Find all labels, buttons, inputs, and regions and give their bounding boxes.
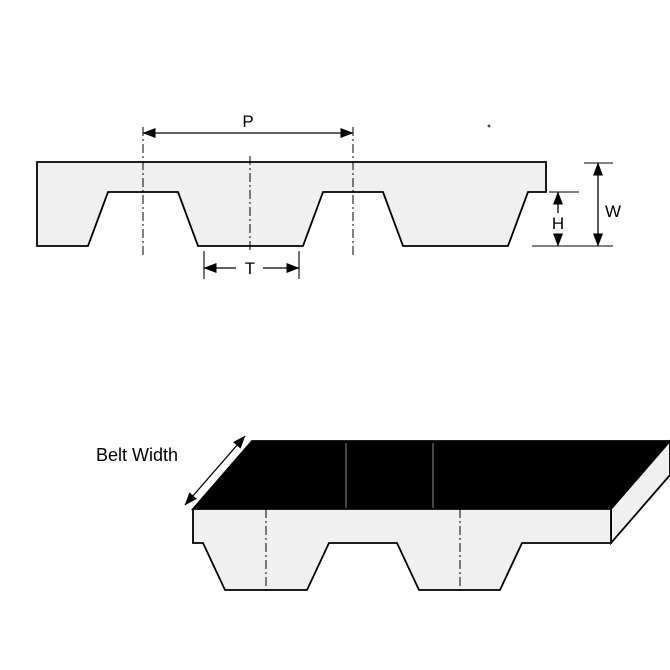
belt-front-face: [192, 508, 612, 591]
belt-width-arrow: [184, 435, 246, 506]
dimension-belt-thickness: W: [584, 162, 621, 247]
cross-section-view: P T H W: [36, 112, 621, 279]
belt-thickness-label: W: [605, 202, 621, 221]
perspective-view: Belt Width: [96, 435, 670, 594]
pitch-label: P: [242, 112, 253, 131]
tooth-height-label: H: [552, 214, 564, 233]
dimension-tooth-width: T: [203, 251, 300, 279]
belt-profile-shape: [36, 161, 547, 247]
artifact-dot: [487, 124, 491, 128]
belt-width-label: Belt Width: [96, 445, 178, 465]
dimension-belt-width: Belt Width: [96, 435, 246, 506]
dimension-pitch: P: [142, 112, 354, 138]
tooth-width-label: T: [245, 259, 255, 278]
belt-top-surface: [191, 440, 670, 510]
dimension-tooth-height: H: [532, 191, 613, 247]
